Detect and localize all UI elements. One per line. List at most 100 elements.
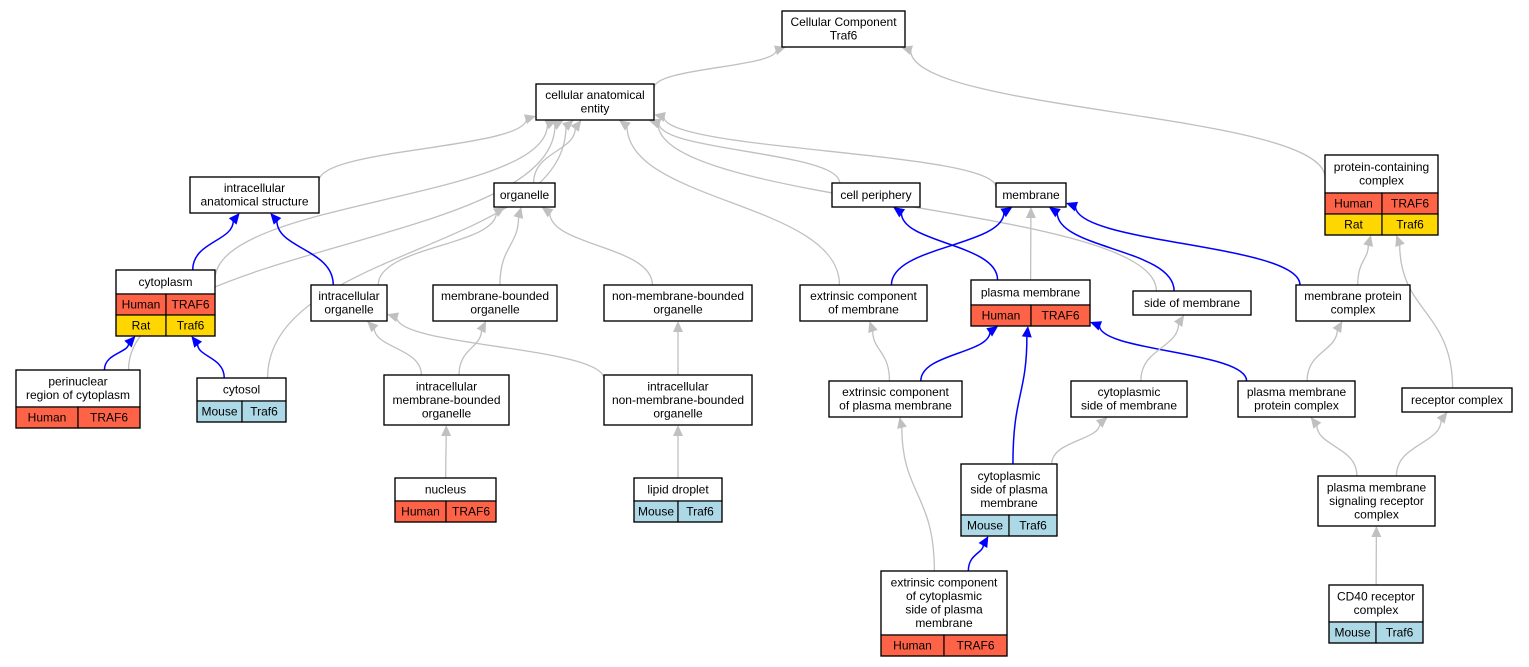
node-label-line: membrane-bounded: [441, 289, 549, 303]
node-label-line: non-membrane-bounded: [612, 393, 744, 407]
node-outline: [115, 269, 216, 337]
node-outline: [995, 182, 1067, 208]
node-header-box: [880, 570, 1008, 636]
edge-line: [890, 212, 1005, 286]
node-outline: [535, 83, 655, 121]
gene-label: TRAF6: [1391, 197, 1429, 211]
node-label-line: side of plasma: [970, 482, 1048, 496]
edge-arrowhead: [387, 312, 399, 323]
edge-arrowhead: [570, 120, 582, 132]
go-node-cell-periph[interactable]: cell periphery: [831, 182, 921, 208]
edge-line: [663, 116, 997, 188]
edge-line: [276, 220, 334, 286]
edge-arrowhead: [1025, 207, 1036, 219]
node-label-line: cytoplasmic: [1098, 385, 1161, 399]
node-header-box: [1317, 475, 1436, 527]
node-outline: [1295, 284, 1411, 322]
edge-arrowhead: [1310, 417, 1322, 429]
gene-label: TRAF6: [1041, 309, 1079, 323]
gene-label: Traf6: [250, 405, 278, 419]
node-label-line: non-membrane-bounded: [612, 289, 744, 303]
node-label-line: protein complex: [1254, 399, 1339, 413]
node-label-line: side of plasma: [905, 603, 983, 617]
edge-arrowhead: [124, 336, 136, 348]
species-label: Human: [122, 298, 161, 312]
edge-arrowhead: [619, 120, 631, 131]
node-label-line: complex: [1331, 303, 1376, 317]
edge-line: [1098, 325, 1248, 382]
species-label: Human: [28, 411, 67, 425]
node-label-line: side of membrane: [1081, 399, 1177, 413]
go-node-intra-nonmem-bound[interactable]: intracellularnon-membrane-boundedorganel…: [603, 374, 753, 426]
node-label-line: organelle: [500, 188, 550, 202]
node-label-line: intracellular: [224, 181, 285, 195]
go-node-receptor-cplx[interactable]: receptor complex: [1401, 387, 1513, 413]
edge-arrowhead: [673, 425, 683, 436]
node-header-box: [960, 463, 1058, 516]
edge-line: [872, 330, 891, 382]
go-node-side-mem[interactable]: side of membrane: [1132, 290, 1252, 316]
go-node-organelle[interactable]: organelle: [493, 182, 556, 208]
edge-arrowhead: [1332, 321, 1343, 334]
edge-arrowhead: [191, 336, 203, 348]
go-node-membrane[interactable]: membrane: [995, 182, 1067, 208]
edge-arrowhead: [551, 120, 564, 130]
edge-arrowhead: [1021, 326, 1032, 338]
node-label-line: anatomical structure: [200, 195, 308, 209]
node-outline: [394, 477, 497, 523]
edge-arrowhead: [476, 321, 486, 334]
node-label-line: protein-containing: [1334, 160, 1429, 174]
gene-label: TRAF6: [90, 411, 128, 425]
edge-line: [1056, 212, 1175, 292]
edge-intra-nonmem-bound-to-nonmem-bound: [673, 321, 683, 375]
annotation-row-human: Human TRAF6: [970, 304, 1091, 327]
edge-arrowhead: [1000, 207, 1013, 218]
species-label: Human: [982, 309, 1021, 323]
edge-receptor-cplx-to-prot-complex: [1395, 235, 1454, 389]
node-outline: [493, 182, 556, 208]
edge-arrowhead: [1173, 315, 1185, 327]
node-label-line: cytoplasmic: [978, 469, 1041, 483]
edge-arrowhead: [441, 425, 452, 437]
node-label-line: intracellular: [318, 289, 379, 303]
edge-line: [658, 122, 841, 184]
edge-mem-bound-to-organelle: [499, 207, 524, 286]
node-outline: [828, 380, 963, 418]
edge-line: [318, 118, 528, 182]
edge-line: [1012, 335, 1028, 465]
node-outline: [1324, 154, 1439, 236]
edge-line: [458, 329, 483, 376]
edge-arrowhead: [774, 45, 786, 56]
node-label-line: side of membrane: [1144, 296, 1240, 310]
edge-side-mem-to-membrane: [1048, 207, 1175, 292]
edges-layer: [103, 45, 1454, 586]
edge-cyto-side-pm-to-plasma-mem: [1012, 326, 1032, 465]
edge-line: [1399, 244, 1454, 389]
node-label-line: perinuclear: [48, 375, 107, 389]
edge-arrowhead: [868, 321, 878, 334]
